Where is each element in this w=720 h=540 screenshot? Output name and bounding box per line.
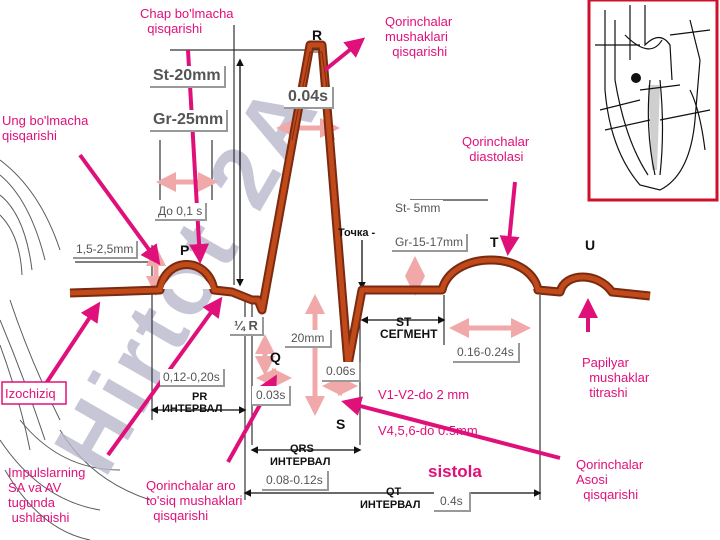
wave-s: S xyxy=(336,416,346,432)
measure-gr25: Gr-25mm xyxy=(150,110,229,132)
wave-p: P xyxy=(180,242,190,258)
measure-qrs-dur: 0.08-0.12s xyxy=(262,471,329,491)
measure-pr-range: 0,12-0,20s xyxy=(160,369,225,387)
wave-q: Q xyxy=(270,349,281,365)
measure-do-p: До 0,1 s xyxy=(155,203,208,221)
measure-r-width: 0.04s xyxy=(284,87,335,109)
label-impulslarning: Impulslarning SA va AV tugunda ushlanish… xyxy=(8,465,86,525)
measure-qrs-2: ИНТЕРВАЛ xyxy=(270,456,331,468)
duration-arrows xyxy=(146,118,531,416)
measure-qt-dur: 0.4s xyxy=(434,492,471,512)
label-sistola: sistola xyxy=(428,462,482,481)
label-v1v2: V1-V2-do 2 mm xyxy=(378,387,470,402)
measure-gr1517: Gr-15-17mm xyxy=(392,234,469,252)
wave-t: T xyxy=(490,234,499,250)
measure-p-height: 1,5-2,5mm xyxy=(73,241,139,259)
label-papilyar: Papilyar mushaklar titrashi xyxy=(582,355,650,400)
measure-s-dur: 0.06s xyxy=(322,362,362,382)
measure-t-dur: 0.16-0.24s xyxy=(453,343,520,363)
izochiziq-box xyxy=(1,381,67,405)
dimension-arrows xyxy=(150,58,542,497)
measure-st-segment-1: ST xyxy=(396,315,412,329)
measure-pr-1: PR xyxy=(192,391,208,403)
heart-anatomy-inset xyxy=(587,0,719,202)
label-chap-bolmacha: Chap bo'lmacha qisqarishi xyxy=(140,6,234,36)
label-qorinchalar-aro: Qorinchalar aro to'siq mushaklari qisqar… xyxy=(146,478,243,523)
label-qorinchalar-mushaklari: Qorinchalar mushaklari qisqarishi xyxy=(385,14,453,59)
measure-q-dur: 0.03s xyxy=(252,386,292,406)
label-qorinchalar-asosi: Qorinchalar Asosi qisqarishi xyxy=(576,457,644,502)
label-izochiziq: Izochiziq xyxy=(5,386,56,401)
label-qorinchalar-diastolasi: Qorinchalar diastolasi xyxy=(462,134,530,164)
wave-r: R xyxy=(312,27,323,43)
measure-quarter-r: ¼ R xyxy=(230,317,264,336)
measure-st20: St-20mm xyxy=(150,66,226,88)
measure-pr-2: ИНТЕРВАЛ xyxy=(162,403,223,415)
measure-qt-2: ИНТЕРВАЛ xyxy=(360,499,421,511)
label-ung-bolmacha: Ung bo'lmacha qisqarishi xyxy=(2,113,89,143)
wave-u: U xyxy=(585,237,596,253)
heart-sketch-left xyxy=(0,159,151,540)
measure-qt-1: QT xyxy=(386,486,402,498)
label-v456: V4,5,6-do 0.5mm xyxy=(378,423,478,438)
measure-st-segment-2: СЕГМЕНТ xyxy=(380,327,438,341)
measure-q-height: 20mm xyxy=(285,330,333,348)
measure-qrs-1: QRS xyxy=(290,443,314,455)
measure-st5: St- 5mm xyxy=(392,200,444,216)
measure-tochka: Точка - xyxy=(338,227,376,239)
